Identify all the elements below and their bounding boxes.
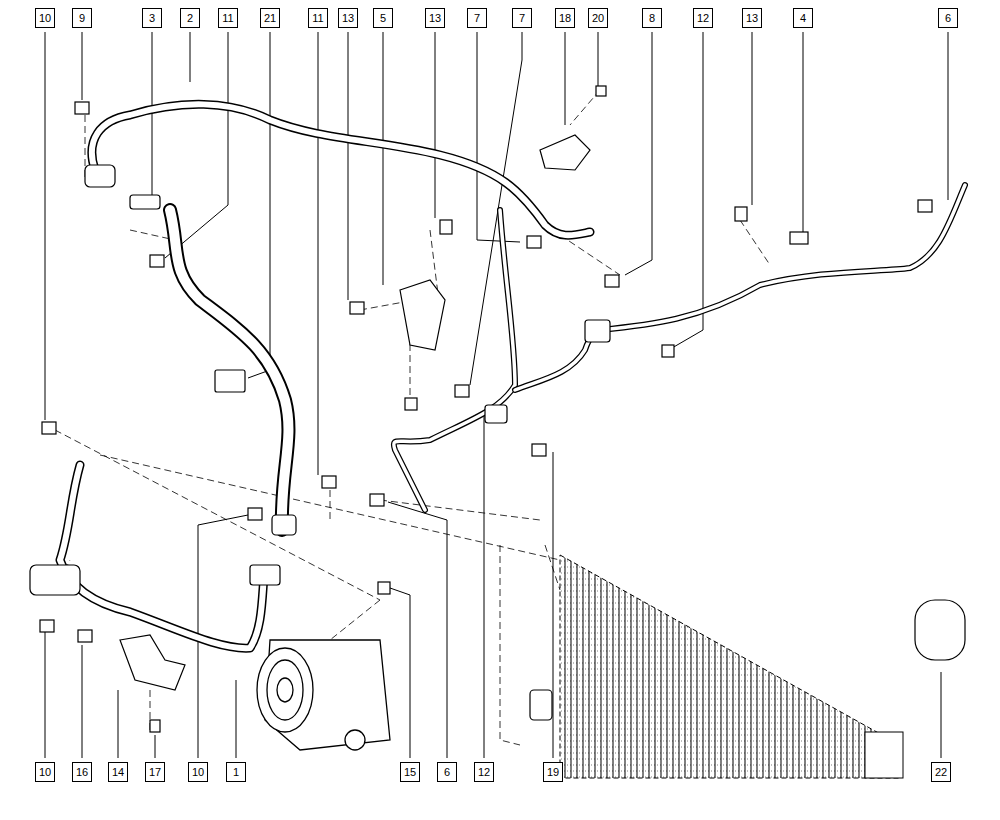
callout-number: 10: [35, 762, 55, 782]
callout-number: 1: [226, 762, 246, 782]
callout-number: 10: [188, 762, 208, 782]
callout-number: 20: [588, 8, 608, 28]
callout-number: 13: [338, 8, 358, 28]
callout-number: 13: [742, 8, 762, 28]
callout-number: 7: [467, 8, 487, 28]
callout-number: 12: [474, 762, 494, 782]
hoses: [60, 104, 965, 648]
callout-number: 4: [793, 8, 813, 28]
callout-number: 22: [931, 762, 951, 782]
callout-number: 19: [543, 762, 563, 782]
callout-number: 3: [142, 8, 162, 28]
callout-number: 17: [145, 762, 165, 782]
callout-number: 11: [308, 8, 328, 28]
compressor: [257, 640, 390, 750]
bolts: [40, 86, 932, 732]
callout-number: 7: [512, 8, 532, 28]
callout-number: 15: [400, 762, 420, 782]
fittings: [30, 135, 965, 720]
callout-number: 14: [108, 762, 128, 782]
callout-number: 18: [555, 8, 575, 28]
callout-number: 16: [72, 762, 92, 782]
callout-number: 12: [693, 8, 713, 28]
callout-number: 21: [260, 8, 280, 28]
callout-number: 8: [642, 8, 662, 28]
callout-number: 10: [35, 8, 55, 28]
callout-number: 13: [425, 8, 445, 28]
callout-number: 6: [938, 8, 958, 28]
condenser: [560, 555, 903, 778]
callout-number: 5: [373, 8, 393, 28]
callout-number: 2: [180, 8, 200, 28]
callout-number: 9: [72, 8, 92, 28]
callout-number: 11: [218, 8, 238, 28]
callout-number: 6: [437, 762, 457, 782]
leader-lines: [45, 32, 948, 758]
